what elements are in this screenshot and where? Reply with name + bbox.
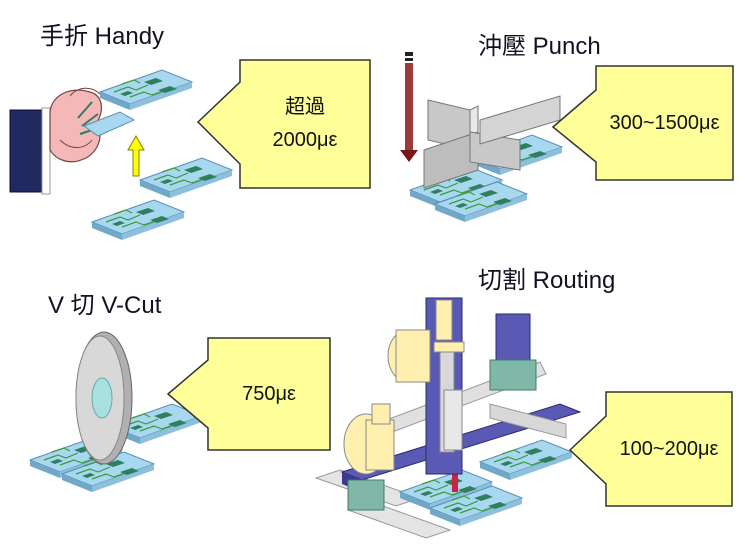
punch-illustration xyxy=(400,52,563,223)
callout-vcut-text: 750με xyxy=(208,338,330,450)
title-handy: 手折 Handy xyxy=(40,23,165,50)
punch-strain: 300~1500με xyxy=(609,111,720,134)
callout-punch-shape xyxy=(551,65,734,181)
callout-vcut-shape xyxy=(166,337,331,451)
handy-strain-line2: 2000με xyxy=(272,129,338,151)
routing-strain: 100~200με xyxy=(619,437,719,460)
board-icon xyxy=(91,199,185,241)
punch-arrow-icon xyxy=(405,63,413,153)
callout-punch-text: 300~1500με xyxy=(596,66,733,180)
handy-strain-line1: 超過 xyxy=(285,96,325,118)
board-icon xyxy=(479,439,573,481)
callout-handy-text: 超過 2000με xyxy=(240,60,370,188)
vcut-strain: 750με xyxy=(242,382,296,405)
callout-routing-text: 100~200με xyxy=(606,392,732,506)
board-icon xyxy=(139,157,233,199)
title-vcut: V 切 V-Cut xyxy=(48,292,162,319)
handy-illustration xyxy=(9,69,233,241)
callout-handy-shape xyxy=(196,59,371,189)
routing-illustration xyxy=(314,297,582,539)
board-icon xyxy=(99,69,193,111)
title-punch: 沖壓 Punch xyxy=(478,33,601,60)
router-bit-icon xyxy=(452,458,458,492)
callout-routing-shape xyxy=(568,391,733,507)
vcut-illustration xyxy=(29,331,203,493)
bend-arrow-icon xyxy=(127,134,145,177)
title-routing: 切割 Routing xyxy=(478,267,616,294)
